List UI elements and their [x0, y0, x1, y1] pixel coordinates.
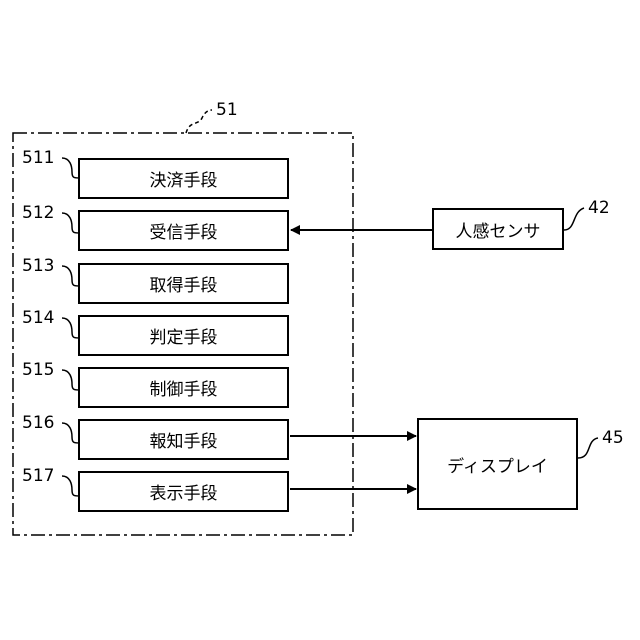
- module-box-determiner: 判定手段: [78, 315, 289, 356]
- leader-42: [564, 208, 584, 230]
- module-ref-label: 511: [22, 148, 54, 168]
- leader-51: [186, 110, 212, 133]
- module-box-receiver: 受信手段: [78, 210, 289, 251]
- module-ref-label: 512: [22, 203, 54, 223]
- container-ref-label: 51: [216, 100, 238, 120]
- module-label: 判定手段: [150, 323, 218, 348]
- sensor-label: 人感センサ: [456, 217, 541, 242]
- module-label: 報知手段: [150, 427, 218, 452]
- module-label: 制御手段: [150, 375, 218, 400]
- module-ref-label: 513: [22, 256, 54, 276]
- leader-45: [578, 438, 598, 458]
- module-ref-label: 514: [22, 308, 54, 328]
- sensor-ref-label: 42: [588, 198, 610, 218]
- module-box-acquirer: 取得手段: [78, 263, 289, 304]
- display-ref-label: 45: [602, 428, 624, 448]
- module-label: 取得手段: [150, 271, 218, 296]
- module-box-payment: 決済手段: [78, 158, 289, 199]
- module-label: 表示手段: [150, 479, 218, 504]
- module-label: 受信手段: [150, 218, 218, 243]
- module-box-controller: 制御手段: [78, 367, 289, 408]
- display-label: ディスプレイ: [447, 452, 548, 477]
- module-box-presenter: 表示手段: [78, 471, 289, 512]
- module-ref-label: 517: [22, 466, 54, 486]
- module-ref-label: 516: [22, 413, 54, 433]
- display-box: ディスプレイ: [417, 418, 578, 510]
- module-ref-label: 515: [22, 360, 54, 380]
- module-label: 決済手段: [150, 166, 218, 191]
- human-sensor-box: 人感センサ: [432, 208, 564, 250]
- module-box-notifier: 報知手段: [78, 419, 289, 460]
